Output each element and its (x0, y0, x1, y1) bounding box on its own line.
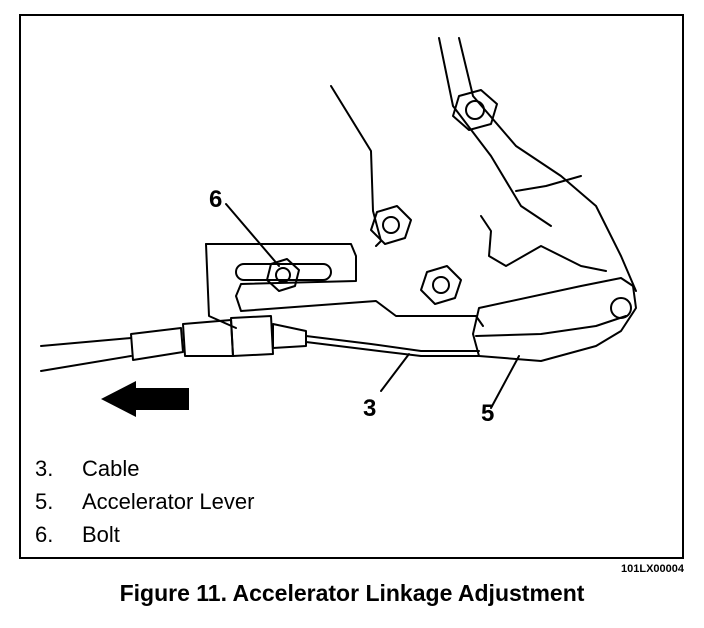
legend-item: 6. Bolt (35, 518, 254, 551)
cable-end (272, 323, 307, 349)
cable-fitting-2 (230, 315, 274, 357)
figure-caption: Figure 11. Accelerator Linkage Adjustmen… (119, 580, 585, 606)
callout-5: 5 (481, 400, 495, 427)
legend-label: Cable (82, 456, 140, 481)
cable-wire-2 (305, 341, 480, 357)
cable-lower (40, 355, 132, 372)
bolt-lower (420, 265, 462, 305)
body-outline-upper (438, 37, 552, 227)
legend-number: 6. (35, 522, 54, 547)
cable-fitting (182, 319, 234, 357)
cable-wire (305, 335, 480, 352)
callout-3: 3 (363, 395, 377, 422)
leader-cable (380, 353, 410, 392)
legend-number: 3. (35, 456, 54, 481)
lever-arm-inner (480, 215, 607, 272)
bracket-left-edge (205, 243, 237, 329)
bolt-6 (266, 258, 300, 292)
body-outline (330, 85, 382, 247)
lever-pivot (610, 297, 632, 319)
legend-label: Accelerator Lever (82, 489, 255, 514)
legend-item: 3. Cable (35, 452, 254, 485)
direction-arrow-left-icon (101, 381, 189, 417)
bolt-top (452, 89, 498, 131)
lever-arm-outline (458, 37, 637, 292)
legend-number: 5. (35, 489, 54, 514)
lever-arm-edge (515, 175, 582, 192)
figure-code: 101LX00004 (621, 563, 684, 575)
leader-lever (490, 355, 520, 409)
legend-item: 5. Accelerator Lever (35, 485, 254, 518)
callout-6: 6 (209, 186, 223, 213)
legend: 3. Cable 5. Accelerator Lever 6. Bolt (35, 452, 254, 551)
accelerator-lever (472, 277, 637, 362)
bracket (205, 243, 484, 327)
bolt-middle (370, 205, 412, 245)
adjustment-slot (235, 263, 332, 281)
linkage-illustration (40, 37, 637, 417)
cable-upper (40, 337, 132, 347)
cable-sleeve (130, 327, 184, 361)
legend-label: Bolt (82, 522, 120, 547)
leader-bolt (225, 203, 280, 267)
diagram-frame: 6 3 5 3. Cable 5. Accelerator Lever 6. Bolt (19, 14, 684, 559)
accelerator-lever-face (475, 315, 627, 337)
